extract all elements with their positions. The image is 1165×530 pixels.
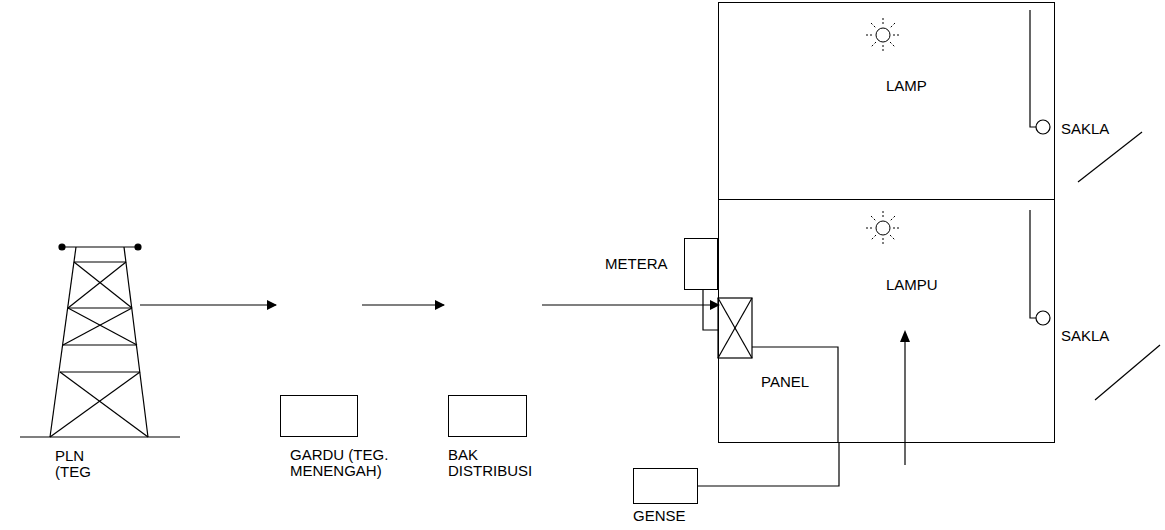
panel-node: PANEL	[719, 298, 839, 443]
switch-label: SAKLA	[1061, 121, 1131, 137]
genset-node: GENSE	[633, 468, 699, 526]
box-outline	[684, 238, 718, 290]
tower-label: PLN (TEG	[55, 448, 100, 480]
box-label: BAK DISTRIBUSI	[448, 447, 538, 479]
switch-label: SAKLA	[1061, 328, 1131, 344]
room-lower: LAMPUSAKLAPANEL	[718, 200, 1055, 443]
tower-node: PLN (TEG	[50, 240, 140, 485]
box-outline	[280, 395, 358, 437]
switch-symbols	[1030, 10, 1160, 400]
transmission-tower	[20, 244, 180, 437]
flow-arrow	[362, 304, 444, 305]
wire-line	[698, 443, 839, 486]
room-upper: LAMPSAKLA	[718, 2, 1055, 200]
lamp-label: LAMP	[886, 78, 956, 94]
flow-arrow	[140, 304, 276, 305]
panel-wiring	[718, 298, 838, 443]
box-outline	[448, 395, 527, 437]
flow-arrow	[542, 304, 719, 305]
distribution-box: BAK DISTRIBUSI	[448, 395, 530, 485]
box-label: GARDU (TEG. MENENGAH)	[290, 447, 420, 479]
lamp-label: LAMPU	[886, 277, 956, 293]
panel-label: PANEL	[761, 374, 831, 390]
meter-label: METERA	[605, 256, 681, 272]
box-outline	[633, 468, 698, 504]
supply-arrow	[900, 330, 910, 465]
meter-node: METERA	[605, 238, 718, 290]
wire-line	[703, 290, 719, 330]
substation-box: GARDU (TEG. MENENGAH)	[280, 395, 362, 485]
lamp-symbols	[866, 18, 900, 245]
genset-label: GENSE	[633, 508, 699, 524]
